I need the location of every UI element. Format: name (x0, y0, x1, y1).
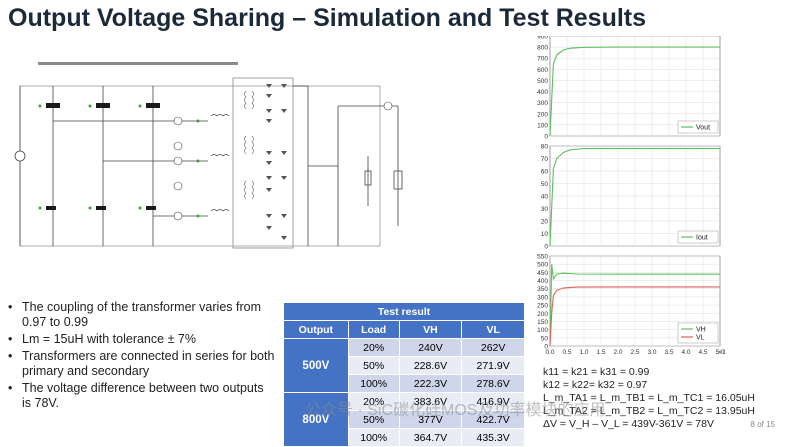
y-tick-label: 500 (537, 262, 548, 269)
y-tick-label: 550 (537, 254, 548, 261)
x-tick-label: 1.0 (579, 349, 588, 356)
y-tick-label: 300 (537, 294, 548, 301)
column-header: Output (283, 320, 349, 339)
table-cell: 222.3V (398, 374, 463, 393)
table-cell: 20% (347, 392, 400, 411)
y-tick-label: 0 (544, 344, 548, 351)
bullet-item: The coupling of the transformer varies f… (8, 300, 276, 330)
series-line-Iout (549, 147, 720, 247)
y-tick-label: 10 (541, 231, 549, 238)
legend (677, 322, 719, 344)
bullet-item: The voltage difference between two outpu… (8, 381, 276, 411)
y-tick-label: 200 (537, 311, 548, 318)
table-cell: 278.6V (461, 374, 525, 393)
legend-label: VH (696, 327, 706, 334)
x-tick-label: 3.5 (664, 349, 673, 356)
legend (677, 120, 719, 134)
title-underline (38, 62, 238, 65)
bullet-list: The coupling of the transformer varies f… (8, 300, 276, 413)
equation-line: k11 = k21 = k31 = 0.99 (543, 366, 650, 378)
table-title: Test result (283, 302, 525, 321)
table-row: 500V 20% 240V 262V (283, 338, 525, 393)
x-tick-label: 4.5 (698, 349, 707, 356)
legend-label: Vout (696, 125, 710, 132)
y-tick-label: 350 (537, 286, 548, 293)
output-cell: 500V (283, 338, 349, 393)
y-tick-label: 70 (541, 156, 549, 163)
x-unit-label: × 1e-2 (718, 350, 725, 356)
table-cell: 422.7V (461, 410, 525, 429)
equations: k11 = k21 = k31 = 0.99 k12 = k22= k32 = … (543, 366, 755, 431)
y-tick-label: 60 (541, 169, 549, 176)
series-line-VH (549, 264, 720, 347)
test-result-table: Test result Output Load VH VL 500V 20% 2… (283, 302, 525, 447)
y-tick-label: 400 (537, 89, 548, 96)
y-tick-label: 20 (541, 219, 549, 226)
bullet-item: Lm = 15uH with tolerance ± 7% (8, 332, 276, 347)
table-cell: 240V (398, 338, 463, 357)
y-tick-label: 700 (537, 56, 548, 63)
y-tick-label: 40 (541, 194, 549, 201)
x-tick-label: 0.0 (545, 349, 554, 356)
y-tick-label: 600 (537, 67, 548, 74)
x-tick-label: 1.5 (596, 349, 605, 356)
x-tick-label: 2.5 (630, 349, 639, 356)
x-tick-label: 3.0 (647, 349, 656, 356)
bullet-item: Transformers are connected in series for… (8, 349, 276, 379)
y-tick-label: 300 (537, 100, 548, 107)
table-cell: 20% (347, 338, 400, 357)
table-cell: 100% (347, 374, 400, 393)
equation-line: L_m_TA2 = L_m_TB2 = L_m_TC2 = 13.95uH (543, 405, 755, 417)
table-cell: 435.3V (461, 428, 525, 447)
table-cell: 262V (461, 338, 525, 357)
simulation-charts: 0100200300400500600700800900Vout01020304… (537, 36, 725, 357)
y-tick-label: 450 (537, 270, 548, 277)
column-header: VL (461, 320, 525, 339)
page-title: Output Voltage Sharing – Simulation and … (8, 4, 647, 32)
y-tick-label: 400 (537, 278, 548, 285)
equation-line: ΔV = V_H – V_L = 439V-361V = 78V (543, 418, 714, 430)
y-tick-label: 100 (537, 122, 548, 129)
column-header: VH (398, 320, 463, 339)
table-cell: 228.6V (398, 356, 463, 375)
table-cell: 364.7V (398, 428, 463, 447)
x-tick-label: 0.5 (562, 349, 571, 356)
y-tick-label: 0 (544, 134, 548, 141)
y-tick-label: 100 (537, 327, 548, 334)
y-tick-label: 900 (537, 36, 548, 41)
y-tick-label: 80 (541, 144, 549, 151)
equation-line: k12 = k22= k32 = 0.97 (543, 379, 648, 391)
series-line-Vout (549, 46, 720, 137)
y-tick-label: 50 (541, 335, 549, 342)
y-tick-label: 200 (537, 111, 548, 118)
table-cell: 271.9V (461, 356, 525, 375)
x-tick-label: 4.0 (681, 349, 690, 356)
series-line-VL (549, 286, 720, 347)
legend-label: Iout (696, 235, 708, 242)
y-tick-label: 0 (544, 244, 548, 251)
x-tick-label: 5.0 (715, 349, 724, 356)
equation-line: L_m_TA1 = L_m_TB1 = L_m_TC1 = 16.05uH (543, 392, 755, 404)
x-tick-label: 2.0 (613, 349, 622, 356)
page-number: 8 of 15 (750, 420, 775, 429)
watermark: 公众号 · SiC碳化硅MOS及功率模块的应用 (305, 402, 606, 419)
y-tick-label: 250 (537, 303, 548, 310)
table-cell: 50% (347, 356, 400, 375)
circuit-schematic (14, 77, 403, 249)
column-header: Load (347, 320, 400, 339)
legend (677, 230, 719, 244)
y-tick-label: 50 (541, 181, 549, 188)
legend-label: VL (696, 335, 705, 342)
y-tick-label: 800 (537, 45, 548, 52)
table-cell: 100% (347, 428, 400, 447)
y-tick-label: 150 (537, 319, 548, 326)
table-cell: 383.6V (398, 392, 463, 411)
y-tick-label: 500 (537, 78, 548, 85)
y-tick-label: 30 (541, 206, 549, 213)
table-cell: 50% (347, 410, 400, 429)
